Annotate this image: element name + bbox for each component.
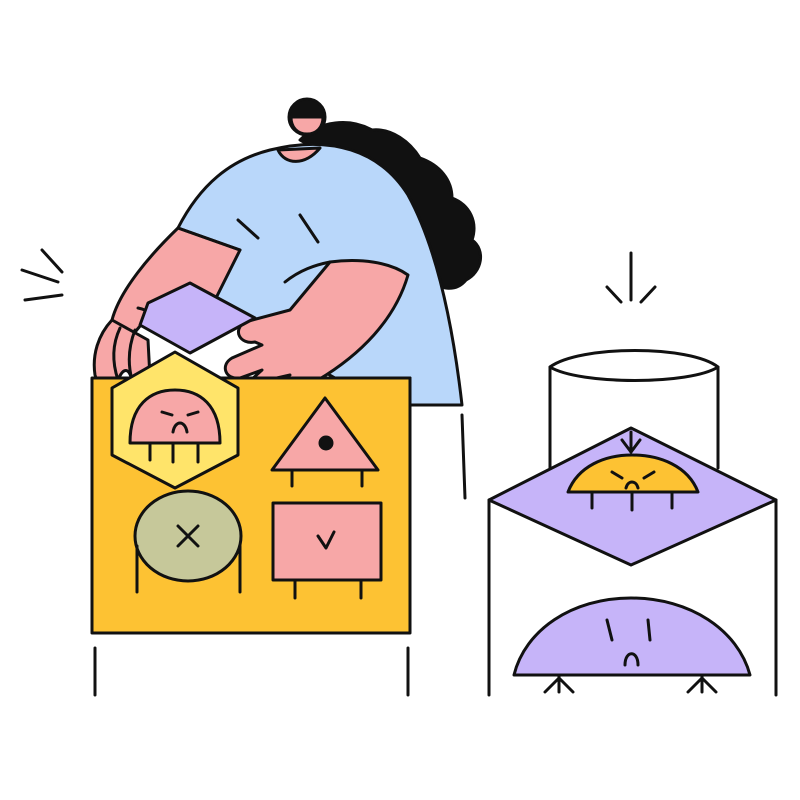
lower-stand-box-icon [487,498,778,697]
cylinder-stand-icon [548,349,720,470]
square-check-slot-icon [271,501,383,600]
angry-yellow-dome-icon [566,430,700,512]
motion-marks-left-icon [20,248,64,302]
motion-marks-right-icon [605,251,657,304]
frowning-purple-dome-icon [512,596,752,694]
body-edge-lines-icon [460,413,467,500]
triangle-slot-icon [270,396,380,488]
head-icon [276,97,327,163]
purple-diamond-piece-icon [138,281,257,355]
circle-x-slot-icon [133,489,243,594]
sad-hexagon-slot-icon [110,350,240,490]
